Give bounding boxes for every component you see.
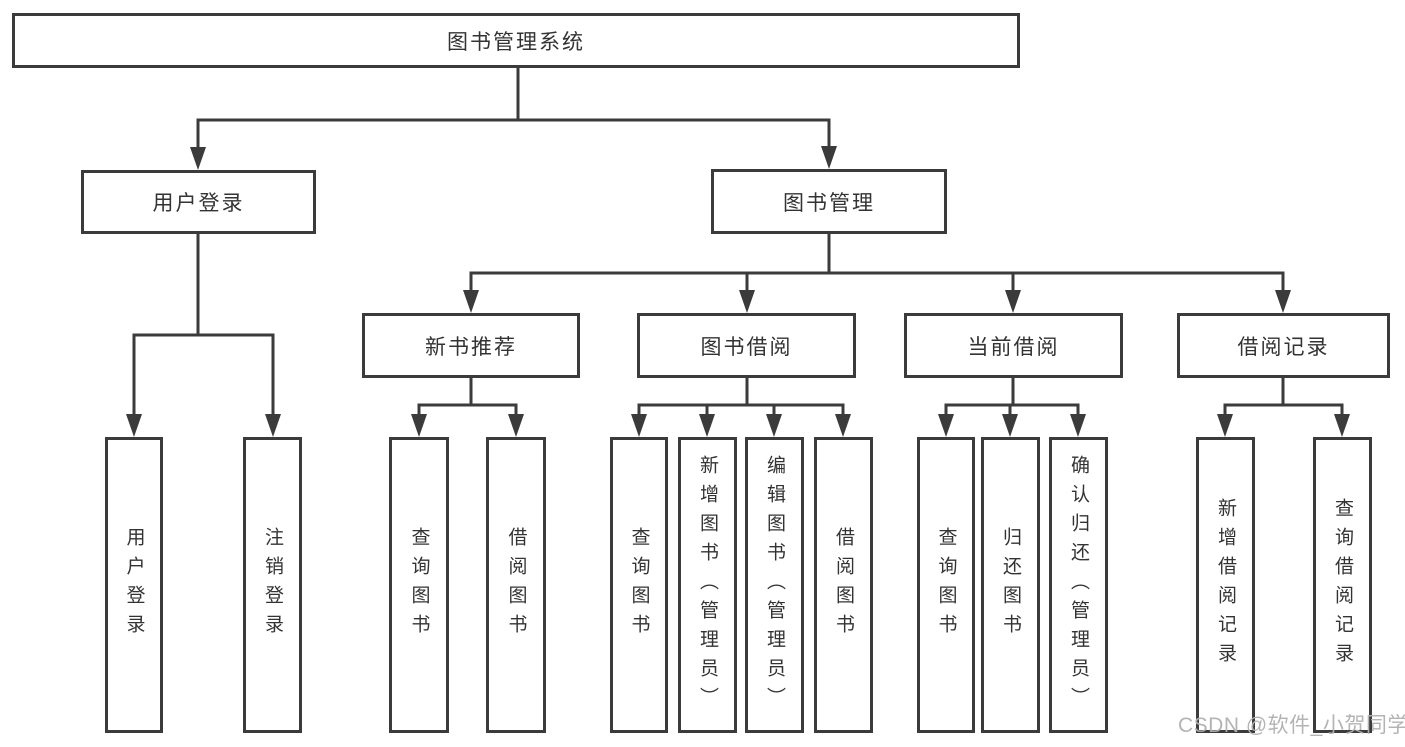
node-label: 编辑图书（管理员） xyxy=(764,454,785,716)
leaf-add-borrow-record: 新增借阅记录 xyxy=(1196,437,1255,733)
node-label: 图书借阅 xyxy=(700,335,793,359)
node-label: 用户登录 xyxy=(152,192,245,215)
node-label: 新增图书（管理员） xyxy=(697,454,718,716)
node-label: 借阅记录 xyxy=(1237,335,1330,359)
leaf-query-borrow-record: 查询借阅记录 xyxy=(1313,437,1372,733)
node-borrowing-records: 借阅记录 xyxy=(1177,313,1390,378)
leaf-borrow-books-borrowing: 借阅图书 xyxy=(814,437,873,733)
node-label: 借阅图书 xyxy=(505,527,527,643)
leaf-query-books-current: 查询图书 xyxy=(917,437,975,733)
leaf-borrow-books-recommend: 借阅图书 xyxy=(486,437,546,733)
node-new-book-recommendation: 新书推荐 xyxy=(362,313,580,378)
node-label: 用户登录 xyxy=(123,527,145,643)
node-library-management-system: 图书管理系统 xyxy=(12,13,1020,68)
node-current-borrowing: 当前借阅 xyxy=(904,313,1123,378)
node-user-login: 用户登录 xyxy=(81,170,316,234)
leaf-user-login: 用户登录 xyxy=(105,437,163,733)
leaf-confirm-return-admin: 确认归还（管理员） xyxy=(1049,437,1108,733)
node-book-borrowing: 图书借阅 xyxy=(637,313,856,378)
node-label: 当前借阅 xyxy=(967,335,1060,359)
node-label: 图书管理系统 xyxy=(447,30,585,54)
node-label: 查询图书 xyxy=(408,527,430,643)
node-label: 新增借阅记录 xyxy=(1215,498,1236,672)
node-label: 确认归还（管理员） xyxy=(1068,454,1089,716)
node-label: 图书管理 xyxy=(783,191,875,215)
node-label: 归还图书 xyxy=(1000,527,1021,643)
node-label: 查询借阅记录 xyxy=(1332,498,1353,672)
leaf-return-book: 归还图书 xyxy=(981,437,1040,733)
node-label: 新书推荐 xyxy=(425,335,517,359)
leaf-add-book-admin: 新增图书（管理员） xyxy=(678,437,737,733)
leaf-logout: 注销登录 xyxy=(243,437,302,733)
watermark: CSDN @软件_小贺同学 xyxy=(1178,714,1405,737)
node-label: 借阅图书 xyxy=(833,527,854,643)
leaf-edit-book-admin: 编辑图书（管理员） xyxy=(745,437,804,733)
node-label: 查询图书 xyxy=(628,527,650,643)
node-label: 注销登录 xyxy=(262,527,283,643)
node-book-management: 图书管理 xyxy=(711,169,947,234)
leaf-query-books-recommend: 查询图书 xyxy=(389,437,449,733)
node-label: 查询图书 xyxy=(935,527,957,643)
leaf-query-books-borrowing: 查询图书 xyxy=(610,437,668,733)
